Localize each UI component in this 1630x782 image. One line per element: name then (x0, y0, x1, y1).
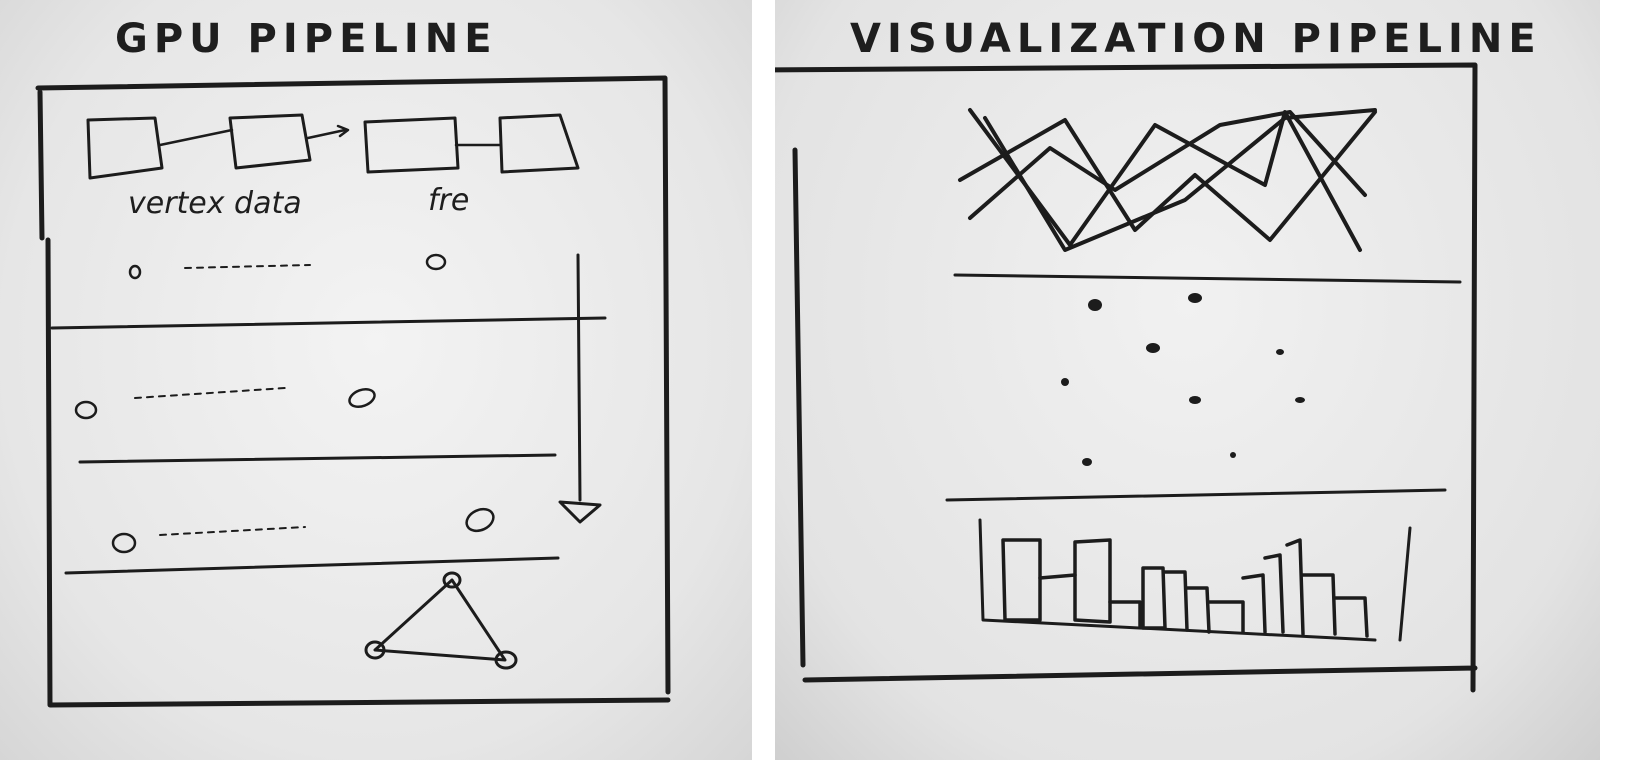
bar (1301, 573, 1337, 636)
vertex-band-1 (50, 253, 607, 330)
bar (1333, 596, 1369, 638)
triangle-vertex (442, 571, 462, 589)
visualization-pipeline-sketch: VISUALIZATION PIPELINE (775, 0, 1600, 760)
bar (1241, 573, 1267, 634)
bar (1285, 538, 1305, 636)
bar-chart-sketch (978, 518, 1412, 642)
stage-box-4 (498, 113, 580, 174)
vertex-point (348, 388, 376, 408)
sketch-line (968, 108, 1362, 252)
vertex-point (74, 400, 98, 420)
bar (1108, 600, 1142, 628)
vertex-point (111, 532, 137, 554)
bar (1263, 553, 1285, 634)
vertex-point (425, 253, 447, 271)
stage-label-fre: fre (428, 183, 469, 218)
scatter-dot (1088, 299, 1102, 311)
scatter-dot (1276, 349, 1284, 355)
stage-connector-2 (306, 124, 350, 140)
stage-connector-1 (158, 128, 234, 147)
scatter-dot (1146, 343, 1160, 353)
sketch-line (968, 110, 1367, 220)
line-chart-sketch (953, 108, 1462, 284)
sketch-line (983, 108, 1377, 252)
gpu-frame (35, 75, 671, 708)
bar (1207, 600, 1245, 634)
triangle-vertex (364, 640, 386, 660)
chart-divider (953, 273, 1462, 284)
vertex-path (134, 387, 286, 399)
vertex-path (184, 264, 311, 269)
bar-chart-axes (978, 518, 1377, 642)
vertex-data-label: vertex data (128, 186, 302, 221)
gpu-pipeline-sketch: GPU PIPELINE vertex data fre (0, 0, 752, 760)
bar (1073, 538, 1112, 624)
vertex-point (128, 264, 142, 280)
vertex-band-2 (74, 387, 557, 464)
vertex-band-3 (64, 507, 560, 575)
bar (1185, 586, 1211, 634)
scatter-dot (1061, 378, 1069, 386)
scatter-plot-sketch (945, 293, 1447, 502)
scatter-dot (1230, 452, 1236, 458)
gpu-pipeline-drawing: GPU PIPELINE vertex data fre (35, 16, 671, 708)
bar (1141, 566, 1167, 630)
vertex-point (465, 507, 495, 533)
bar (1001, 538, 1042, 622)
stage-box-2 (228, 113, 312, 170)
stage-box-3 (363, 116, 460, 174)
band-divider (78, 453, 557, 464)
stage-box-1 (86, 116, 164, 180)
band-divider (50, 316, 607, 330)
bar (1163, 570, 1189, 632)
chart-divider (945, 488, 1447, 502)
triangle-vertex (494, 650, 518, 670)
scatter-dot (1188, 293, 1202, 303)
output-triangle (364, 571, 518, 670)
vertex-path (159, 526, 306, 536)
band-divider (64, 556, 560, 575)
scatter-dot (1189, 396, 1201, 404)
bar-connector (1038, 573, 1077, 580)
visualization-pipeline-drawing: VISUALIZATION PIPELINE (775, 16, 1542, 693)
pipeline-stages (86, 113, 580, 180)
sketch-line (958, 110, 1377, 242)
flow-arrow-down (558, 253, 602, 524)
scatter-dot (1295, 397, 1305, 403)
visualization-pipeline-title: VISUALIZATION PIPELINE (850, 16, 1542, 62)
viz-frame (775, 62, 1478, 693)
gpu-pipeline-title: GPU PIPELINE (115, 16, 498, 62)
bar-chart-right-edge (1398, 526, 1412, 642)
scatter-dot (1082, 458, 1092, 466)
